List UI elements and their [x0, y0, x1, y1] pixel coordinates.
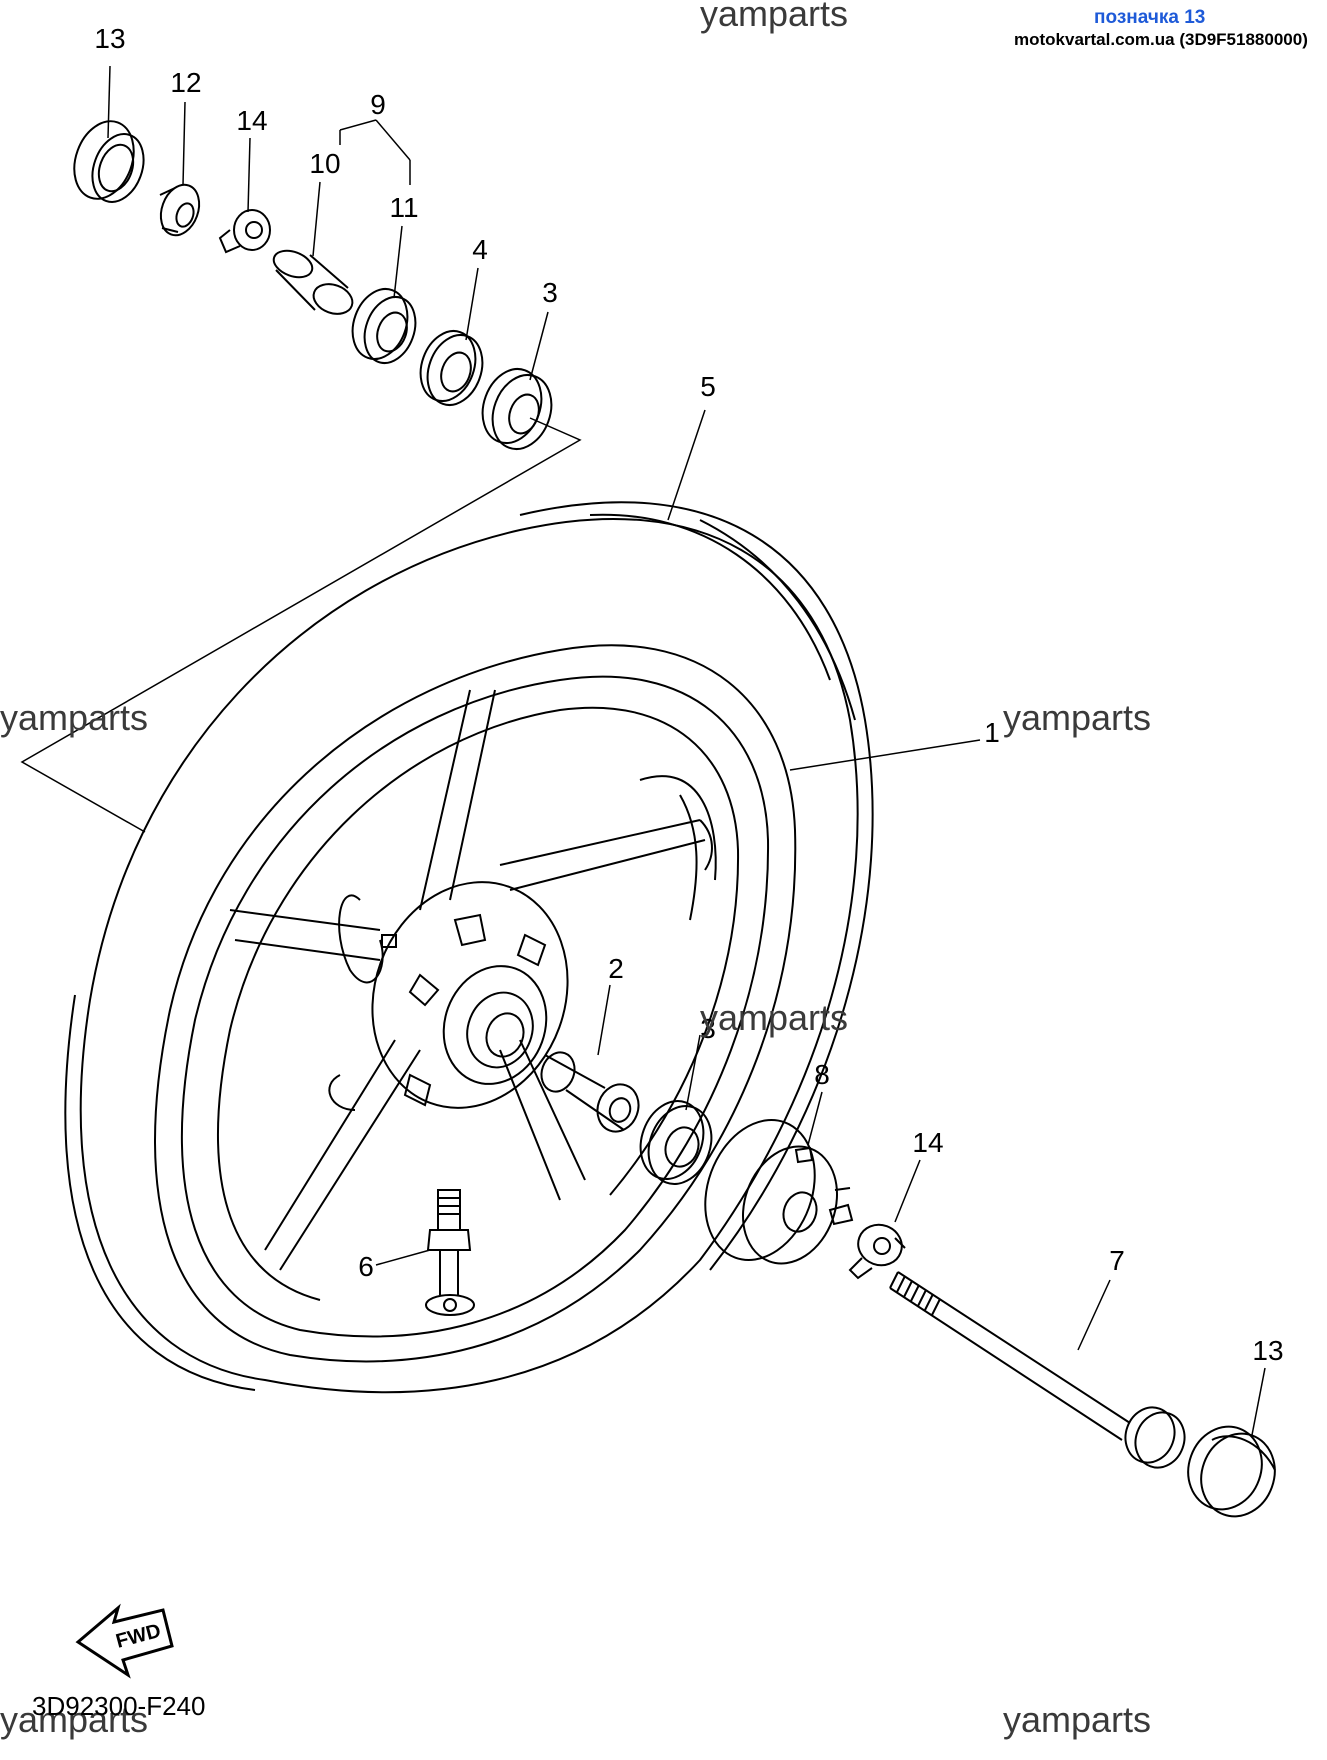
part-13-cap-top — [73, 120, 145, 203]
callout-14-lower: 14 — [912, 1127, 943, 1158]
part-3-bearing-top — [481, 368, 553, 450]
callout-13-lower: 13 — [1252, 1335, 1283, 1366]
callout-12: 12 — [170, 67, 201, 98]
callout-3-top: 3 — [542, 277, 558, 308]
part-3-bearing-lower — [639, 1100, 713, 1185]
callout-2: 2 — [608, 953, 624, 984]
leader-lines — [107, 65, 1266, 1436]
callouts: 13 12 14 9 10 11 4 3 5 1 2 3 8 14 6 7 13 — [94, 23, 1283, 1366]
callout-7: 7 — [1109, 1245, 1125, 1276]
callout-10: 10 — [309, 148, 340, 179]
part-14-washer-lower — [848, 1223, 906, 1280]
assembly-bracket — [20, 417, 582, 833]
part-4-bearing — [419, 330, 484, 406]
watermark-center: yamparts — [700, 997, 848, 1038]
callout-8: 8 — [814, 1059, 830, 1090]
rim — [154, 644, 797, 1363]
callout-1: 1 — [984, 717, 1000, 748]
watermark-bottom-left: yamparts — [0, 1699, 148, 1740]
watermark-left: yamparts — [0, 697, 148, 738]
tire — [64, 501, 874, 1394]
watermarks: yamparts yamparts yamparts yamparts yamp… — [0, 0, 1151, 1740]
header-site: motokvartal.com.ua (3D9F51880000) — [1014, 30, 1308, 49]
callout-9: 9 — [370, 89, 386, 120]
callout-4: 4 — [472, 234, 488, 265]
diagram-code: 3D92300-F240 — [32, 1691, 205, 1721]
watermark-right: yamparts — [1003, 697, 1151, 738]
spokes — [229, 689, 713, 1271]
part-11-oil-seal — [351, 288, 417, 364]
callout-11: 11 — [389, 192, 418, 223]
callout-3-lower: 3 — [700, 1013, 716, 1044]
fwd-label: FWD — [114, 1620, 164, 1653]
part-12-collar — [159, 183, 201, 237]
part-6-valve — [425, 1189, 475, 1316]
hub — [328, 881, 569, 1111]
callout-5: 5 — [700, 371, 716, 402]
part-13-cap-lower — [1187, 1425, 1276, 1518]
watermark-bottom-right: yamparts — [1003, 1699, 1151, 1740]
callout-14-top: 14 — [236, 105, 267, 136]
callout-6: 6 — [358, 1251, 374, 1282]
watermark-top: yamparts — [700, 0, 848, 34]
callout-13-top: 13 — [94, 23, 125, 54]
part-7-axle — [889, 1271, 1186, 1469]
part-14-washer-top — [218, 209, 271, 254]
header-title: позначка 13 — [1094, 7, 1205, 28]
part-8-gear-unit — [704, 1119, 854, 1265]
part-2-spacer — [540, 1051, 640, 1133]
part-10-spacer — [272, 249, 354, 315]
fwd-arrow: FWD — [75, 1603, 174, 1679]
